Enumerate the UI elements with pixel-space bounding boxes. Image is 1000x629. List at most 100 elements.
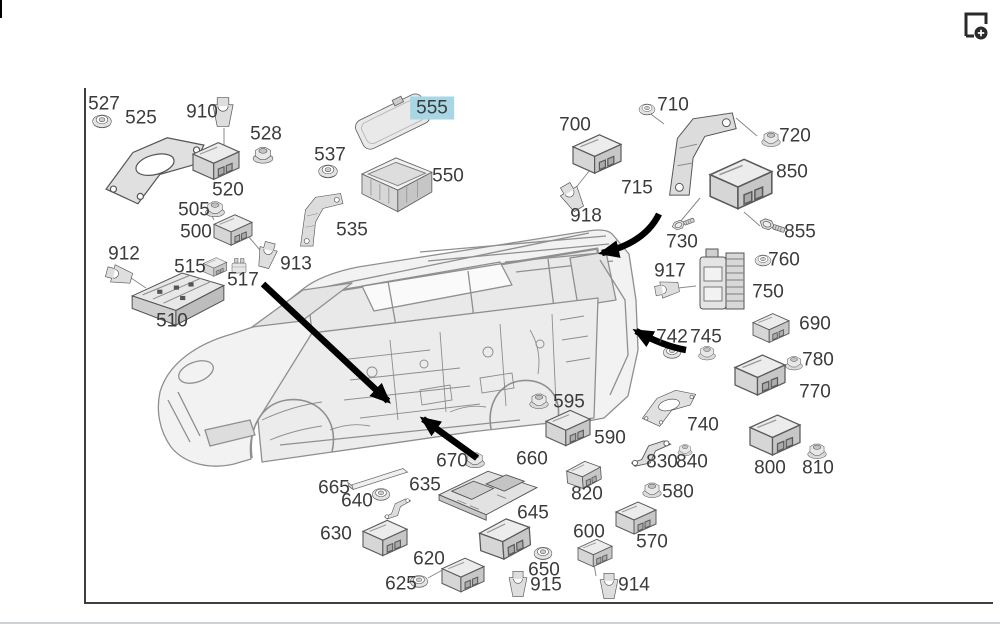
part-label-770[interactable]: 770 <box>799 381 831 403</box>
part-label-528[interactable]: 528 <box>250 123 282 145</box>
part-label-515[interactable]: 515 <box>174 256 206 278</box>
part-label-740[interactable]: 740 <box>687 414 719 436</box>
part-500-glyph <box>213 214 253 246</box>
part-914-glyph <box>599 572 619 600</box>
part-label-918[interactable]: 918 <box>570 205 602 227</box>
location-arrow <box>598 212 662 258</box>
part-label-535[interactable]: 535 <box>336 219 368 241</box>
part-label-840[interactable]: 840 <box>676 451 708 473</box>
frame-horizontal-axis <box>84 602 993 604</box>
part-label-690[interactable]: 690 <box>799 313 831 335</box>
part-label-665[interactable]: 665 <box>318 477 350 499</box>
part-label-520[interactable]: 520 <box>212 179 244 201</box>
part-580-glyph <box>642 482 662 498</box>
part-645-glyph <box>477 516 533 562</box>
part-label-650[interactable]: 650 <box>528 559 560 581</box>
part-label-855[interactable]: 855 <box>784 221 816 243</box>
part-640-glyph <box>372 488 390 501</box>
part-620-glyph <box>441 557 485 593</box>
part-label-820[interactable]: 820 <box>571 483 603 505</box>
part-label-527[interactable]: 527 <box>88 93 120 115</box>
part-label-745[interactable]: 745 <box>690 326 722 348</box>
part-label-620[interactable]: 620 <box>413 548 445 570</box>
location-arrow <box>632 328 687 354</box>
part-label-635[interactable]: 635 <box>409 474 441 496</box>
part-label-555[interactable]: 555 <box>410 96 454 120</box>
location-arrow <box>419 416 479 461</box>
part-850-glyph <box>709 158 773 210</box>
part-label-525[interactable]: 525 <box>125 107 157 129</box>
part-810-glyph <box>807 443 827 459</box>
part-635-glyph <box>382 497 413 520</box>
part-label-590[interactable]: 590 <box>594 427 626 449</box>
location-arrow <box>260 281 391 404</box>
part-800-glyph <box>749 414 801 456</box>
part-710-glyph <box>638 103 656 116</box>
part-label-517[interactable]: 517 <box>227 269 259 291</box>
part-745-glyph <box>698 346 716 361</box>
part-label-715[interactable]: 715 <box>621 177 653 199</box>
part-label-742[interactable]: 742 <box>656 326 688 348</box>
part-915-glyph <box>508 570 528 598</box>
part-label-660[interactable]: 660 <box>516 448 548 470</box>
part-label-850[interactable]: 850 <box>776 161 808 183</box>
part-700-glyph <box>572 134 622 174</box>
part-label-580[interactable]: 580 <box>662 481 694 503</box>
part-528-glyph <box>252 147 274 164</box>
part-label-913[interactable]: 913 <box>280 253 312 275</box>
part-label-645[interactable]: 645 <box>517 502 549 524</box>
part-label-810[interactable]: 810 <box>802 457 834 479</box>
part-label-914[interactable]: 914 <box>618 574 650 596</box>
part-label-640[interactable]: 640 <box>341 490 373 512</box>
part-label-625[interactable]: 625 <box>385 573 417 595</box>
leader-line <box>247 235 261 251</box>
part-label-510[interactable]: 510 <box>156 310 188 332</box>
part-label-730[interactable]: 730 <box>666 231 698 253</box>
part-label-760[interactable]: 760 <box>768 249 800 271</box>
part-label-915[interactable]: 915 <box>530 574 562 596</box>
part-label-500[interactable]: 500 <box>180 221 212 243</box>
part-650-glyph <box>533 547 553 560</box>
part-515-glyph <box>203 257 227 277</box>
leader-line <box>679 197 701 223</box>
part-label-720[interactable]: 720 <box>779 125 811 147</box>
part-590-glyph <box>545 409 591 447</box>
leader-line <box>735 117 758 137</box>
part-label-917[interactable]: 917 <box>654 260 686 282</box>
part-690-glyph <box>752 313 790 343</box>
part-750-glyph <box>699 248 745 310</box>
leader-line <box>743 211 761 227</box>
part-855-glyph <box>758 217 787 235</box>
part-label-780[interactable]: 780 <box>802 349 834 371</box>
part-595-glyph <box>529 393 549 409</box>
part-665-glyph <box>346 467 410 491</box>
part-label-830[interactable]: 830 <box>646 451 678 473</box>
part-label-700[interactable]: 700 <box>559 114 591 136</box>
part-label-600[interactable]: 600 <box>573 521 605 543</box>
add-frame-icon[interactable] <box>960 8 990 42</box>
part-600-glyph <box>577 538 613 568</box>
part-label-595[interactable]: 595 <box>553 391 585 413</box>
part-label-537[interactable]: 537 <box>314 144 346 166</box>
bottom-divider <box>0 622 1000 624</box>
location-arrows <box>260 212 687 461</box>
part-label-570[interactable]: 570 <box>636 531 668 553</box>
leader-lines <box>127 111 761 579</box>
part-label-910[interactable]: 910 <box>186 101 218 123</box>
part-label-750[interactable]: 750 <box>752 281 784 303</box>
part-label-710[interactable]: 710 <box>657 94 689 116</box>
part-label-800[interactable]: 800 <box>754 457 786 479</box>
part-label-670[interactable]: 670 <box>436 450 468 472</box>
part-780-glyph <box>785 356 803 371</box>
part-label-912[interactable]: 912 <box>108 243 140 265</box>
part-label-550[interactable]: 550 <box>432 165 464 187</box>
frame-vertical-axis <box>84 88 86 602</box>
part-912-glyph <box>103 262 135 288</box>
part-label-630[interactable]: 630 <box>320 523 352 545</box>
part-770-glyph <box>734 354 786 396</box>
part-label-505[interactable]: 505 <box>178 199 210 221</box>
part-630-glyph <box>362 519 408 557</box>
